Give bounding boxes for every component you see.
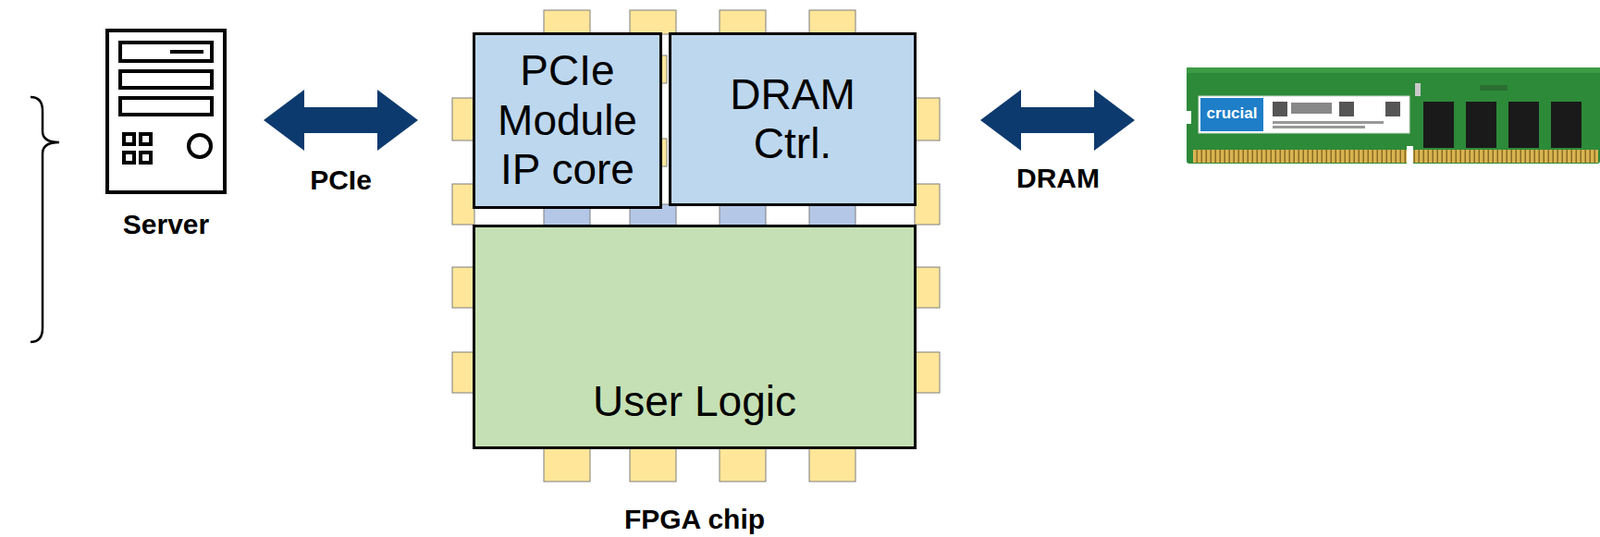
brand-label: crucial [1206,104,1258,124]
user-logic-box: User Logic [472,224,917,450]
dram-arrow [980,89,1135,151]
node-caption: FPGA chip [624,504,765,536]
dram-ctrl-box: DRAM Ctrl. [668,32,917,207]
block-label: DRAM Ctrl. [704,70,881,170]
curly-brace [30,97,60,343]
bus-label: DRAM [1016,162,1100,195]
block-label: PCIe Module IP core [486,46,649,195]
dram-module-picture [1186,67,1600,165]
bus-label: PCIe [309,164,372,197]
server-icon: Server [105,28,227,195]
node-caption: Server [123,209,210,241]
fpga-chip: PCIe Module IP coreDRAM Ctrl.User LogicF… [472,32,917,450]
server-outline [105,28,227,195]
pcie-module-box: PCIe Module IP core [472,32,663,210]
fpga-pins [452,10,940,482]
bus-arrow [263,89,419,151]
block-label: User Logic [592,377,797,427]
